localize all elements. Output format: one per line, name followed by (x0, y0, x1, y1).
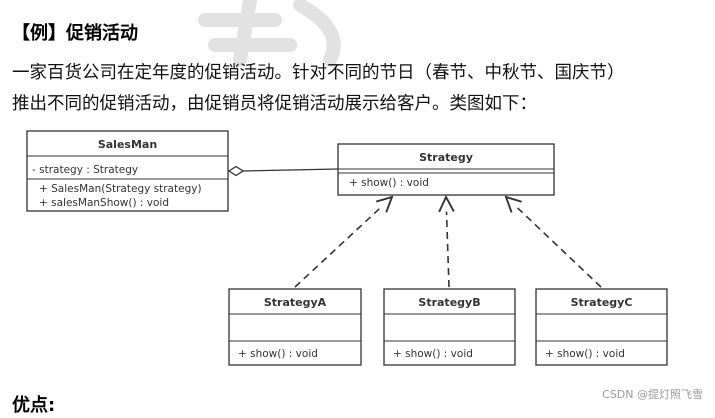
class-salesman-attribute: - strategy : Strategy (32, 164, 138, 176)
source-watermark: CSDN @提灯照飞雪 (602, 388, 703, 401)
class-strategy-a-name: StrategyA (264, 296, 327, 309)
class-strategy-c-name: StrategyC (571, 296, 633, 309)
class-salesman: SalesMan - strategy : Strategy + SalesMa… (26, 130, 229, 212)
class-strategy-operation: + show() : void (349, 177, 429, 189)
class-strategy: Strategy + show() : void (337, 143, 555, 196)
aggregation-connector (227, 165, 339, 177)
section-heading: 【例】促销活动 (12, 23, 138, 44)
class-strategy-name: Strategy (419, 151, 473, 164)
realization-arrow-a (294, 197, 392, 288)
advantages-heading: 优点: (12, 395, 56, 416)
class-salesman-operation-constructor: + SalesMan(Strategy strategy) (39, 183, 202, 195)
description-line-2: 推出不同的促销活动，由促销员将促销活动展示给客户。类图如下： (12, 94, 537, 114)
class-salesman-operation-show: + salesManShow() : void (39, 197, 169, 209)
class-salesman-name: SalesMan (98, 138, 157, 151)
realization-arrow-c (506, 197, 602, 288)
realization-arrow-b (446, 197, 449, 288)
aggregation-diamond (227, 165, 245, 177)
description-line-1: 一家百货公司在定年度的促销活动。针对不同的节日（春节、中秋节、国庆节） (12, 63, 625, 83)
class-strategy-b-name: StrategyB (418, 296, 480, 309)
class-strategy-b-operation: + show() : void (393, 348, 473, 360)
class-strategy-a: StrategyA + show() : void (228, 288, 362, 366)
class-strategy-b: StrategyB + show() : void (383, 288, 516, 366)
class-strategy-c-operation: + show() : void (545, 348, 625, 360)
uml-class-diagram: SalesMan - strategy : Strategy + SalesMa… (26, 130, 668, 366)
class-strategy-a-operation: + show() : void (238, 348, 318, 360)
class-strategy-c: StrategyC + show() : void (535, 288, 668, 366)
